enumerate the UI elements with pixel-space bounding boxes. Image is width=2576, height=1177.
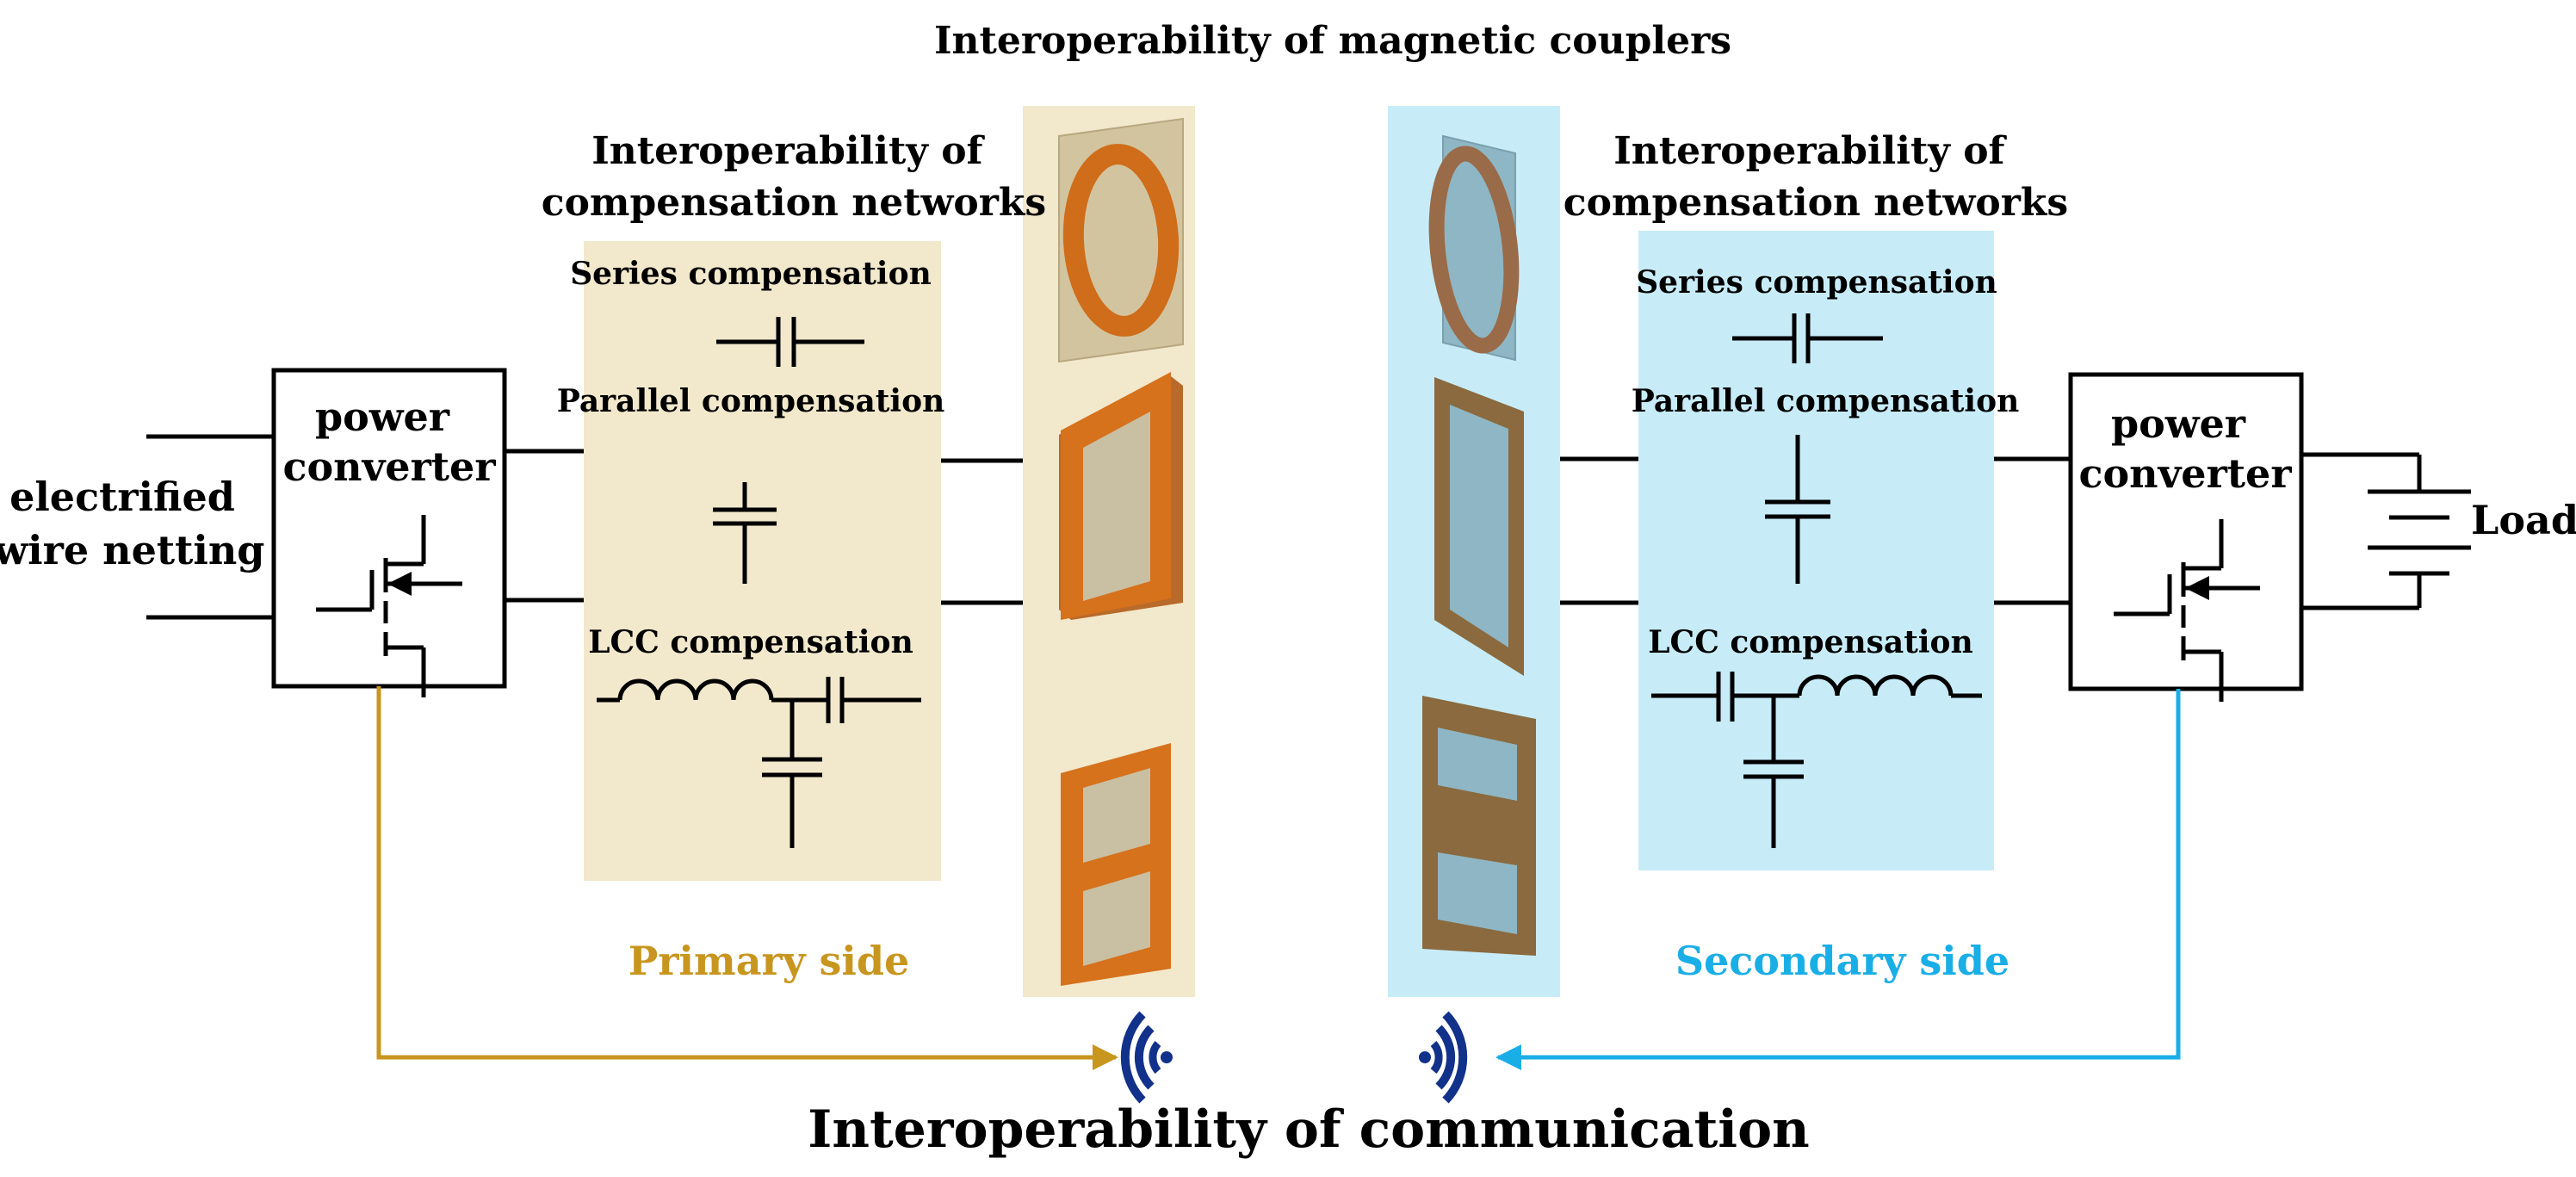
primary-communication-link [376, 686, 1118, 1070]
secondary-parallel-label: Parallel compensation [1632, 383, 2020, 419]
communication-title: Interoperability of communication [808, 1100, 1809, 1160]
primary-converter-label-line1: power [315, 393, 450, 440]
primary-compensation-networks: Interoperability of compensation network… [542, 129, 1046, 984]
secondary-magnetic-couplers [1422, 134, 1536, 956]
primary-parallel-label: Parallel compensation [557, 383, 945, 419]
secondary-series-label: Series compensation [1636, 264, 1997, 300]
source-label-line1: electrified [9, 474, 235, 520]
diagram-title: Interoperability of magnetic couplers [934, 19, 1731, 63]
primary-power-converter: power converter [271, 368, 584, 697]
primary-converter-label-line2: converter [282, 443, 496, 490]
secondary-power-converter: power converter [2068, 372, 2304, 702]
rectangular-coil-icon [1059, 372, 1183, 620]
mosfet-icon [316, 515, 462, 697]
svg-text:power converter: power converter [282, 393, 496, 490]
primary-magnetic-couplers [1058, 117, 1184, 986]
secondary-network-title-line1: Interoperability of [1613, 129, 2007, 173]
primary-network-panel [584, 241, 941, 881]
battery-icon [2368, 455, 2471, 608]
svg-text:electrified wire netting: electrified wire netting [0, 474, 264, 573]
secondary-network-panel [1638, 231, 1994, 870]
wireless-receive-icon [1419, 1011, 1468, 1104]
lcc-network-icon [597, 677, 921, 848]
primary-network-title-line1: Interoperability of [591, 129, 985, 173]
secondary-converter-label-line1: power [2111, 400, 2246, 447]
parallel-capacitor-icon [713, 482, 777, 584]
svg-text:Interoperability of comp: Interoperability of compensation network… [1564, 129, 2068, 225]
dd-coil-icon [1061, 743, 1171, 986]
secondary-compensation-networks: Interoperability of compensation network… [1560, 129, 2071, 984]
rectangular-coil-icon [1434, 377, 1524, 676]
parallel-capacitor-icon [1765, 435, 1830, 584]
load-label: Load [2471, 497, 2576, 543]
series-capacitor-icon [716, 317, 864, 367]
primary-lcc-label: LCC compensation [588, 624, 913, 660]
circular-coil-icon [1428, 134, 1520, 362]
circular-coil-icon [1058, 117, 1184, 363]
mosfet-icon [2114, 519, 2260, 702]
secondary-converter-label-line2: converter [2078, 450, 2292, 497]
svg-text:Interoperability of comp: Interoperability of compensation network… [542, 129, 1046, 225]
lcc-network-icon [1651, 672, 1982, 848]
primary-network-title-line2: compensation networks [542, 181, 1046, 225]
source-label-line2: wire netting [0, 527, 264, 573]
svg-text:power converter: power converter [2078, 400, 2292, 497]
secondary-network-title-line2: compensation networks [1564, 181, 2068, 225]
secondary-side-label: Secondary side [1675, 938, 2009, 984]
load: Load [2301, 452, 2576, 610]
wireless-transmit-icon [1120, 1011, 1173, 1104]
electrified-wire-netting: electrified wire netting [0, 434, 274, 620]
dd-coil-icon [1422, 696, 1536, 956]
secondary-lcc-label: LCC compensation [1648, 624, 1973, 660]
primary-side-label: Primary side [629, 938, 910, 984]
series-capacitor-icon [1732, 313, 1883, 363]
secondary-communication-link [1495, 689, 2181, 1070]
primary-series-label: Series compensation [570, 256, 932, 292]
